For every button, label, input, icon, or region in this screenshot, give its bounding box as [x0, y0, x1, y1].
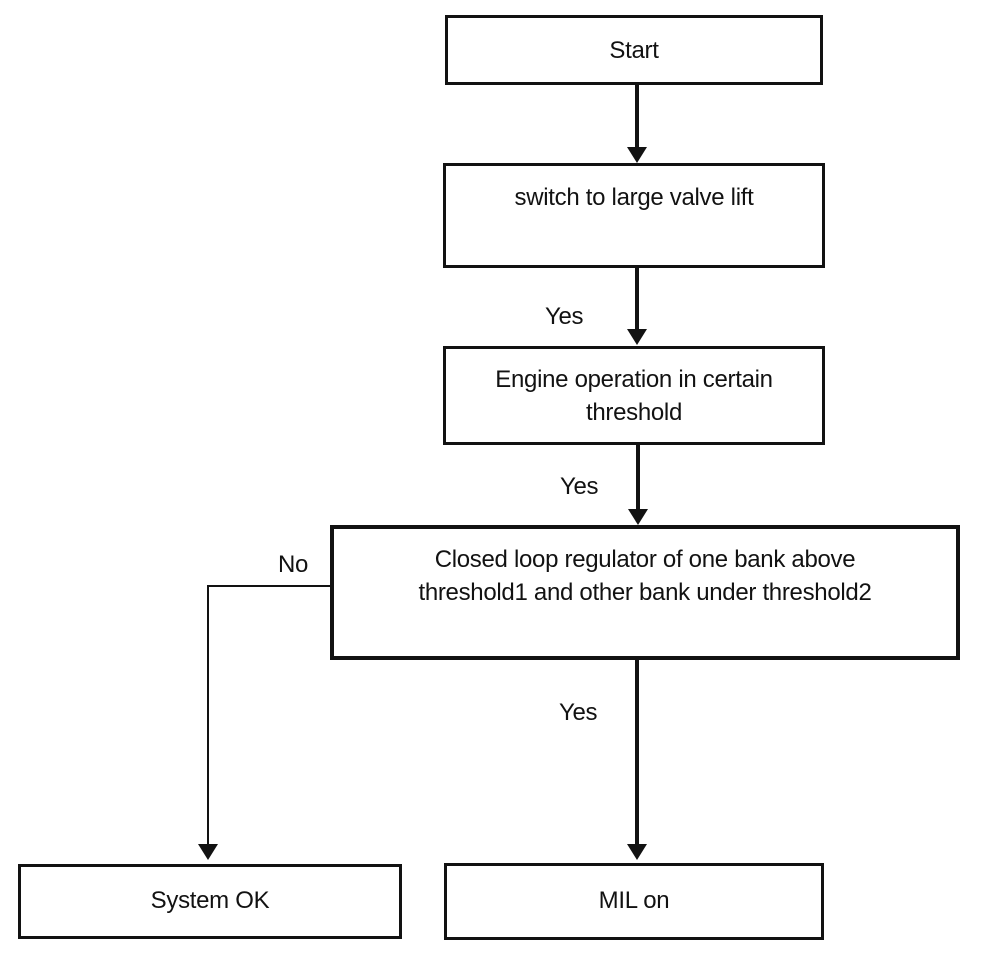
node-start-label: Start: [609, 37, 659, 64]
arrow-down-head-icon: [198, 844, 218, 860]
edge-closed-to-mil-line: [635, 660, 639, 844]
edge-label-yes: Yes: [545, 303, 584, 330]
arrow-down-head-icon: [627, 329, 647, 345]
node-system-ok-label: System OK: [150, 887, 270, 914]
edge-label-yes: Yes: [559, 699, 598, 726]
node-system-ok: System OK: [18, 864, 402, 939]
arrow-down-head-icon: [628, 509, 648, 525]
node-mil-on: MIL on: [444, 863, 824, 940]
arrow-down-head-icon: [627, 844, 647, 860]
node-switch-to-large-valve-lift: switch to large valve lift: [443, 163, 825, 268]
node-closed-label-line2: threshold1 and other bank under threshol…: [418, 579, 872, 606]
edge-closed-to-systemok-vline: [207, 585, 209, 844]
arrow-down-head-icon: [627, 147, 647, 163]
edge-switch-to-engine-line: [635, 268, 639, 330]
node-closed-label-line1: Closed loop regulator of one bank above: [434, 546, 856, 573]
node-engine-label-line1: Engine operation in certain: [495, 366, 773, 393]
edge-start-to-switch-line: [635, 85, 639, 148]
edge-closed-to-systemok-hline: [207, 585, 332, 587]
edge-label-no: No: [278, 551, 309, 578]
node-closed-loop-regulator: Closed loop regulator of one bank above …: [330, 525, 960, 660]
node-switch-label: switch to large valve lift: [514, 184, 754, 211]
node-engine-operation-threshold: Engine operation in certain threshold: [443, 346, 825, 445]
edge-label-yes: Yes: [560, 473, 599, 500]
node-start: Start: [445, 15, 823, 85]
node-mil-on-label: MIL on: [598, 887, 670, 914]
node-engine-label-line2: threshold: [585, 399, 683, 426]
edge-engine-to-closed-line: [636, 445, 640, 509]
